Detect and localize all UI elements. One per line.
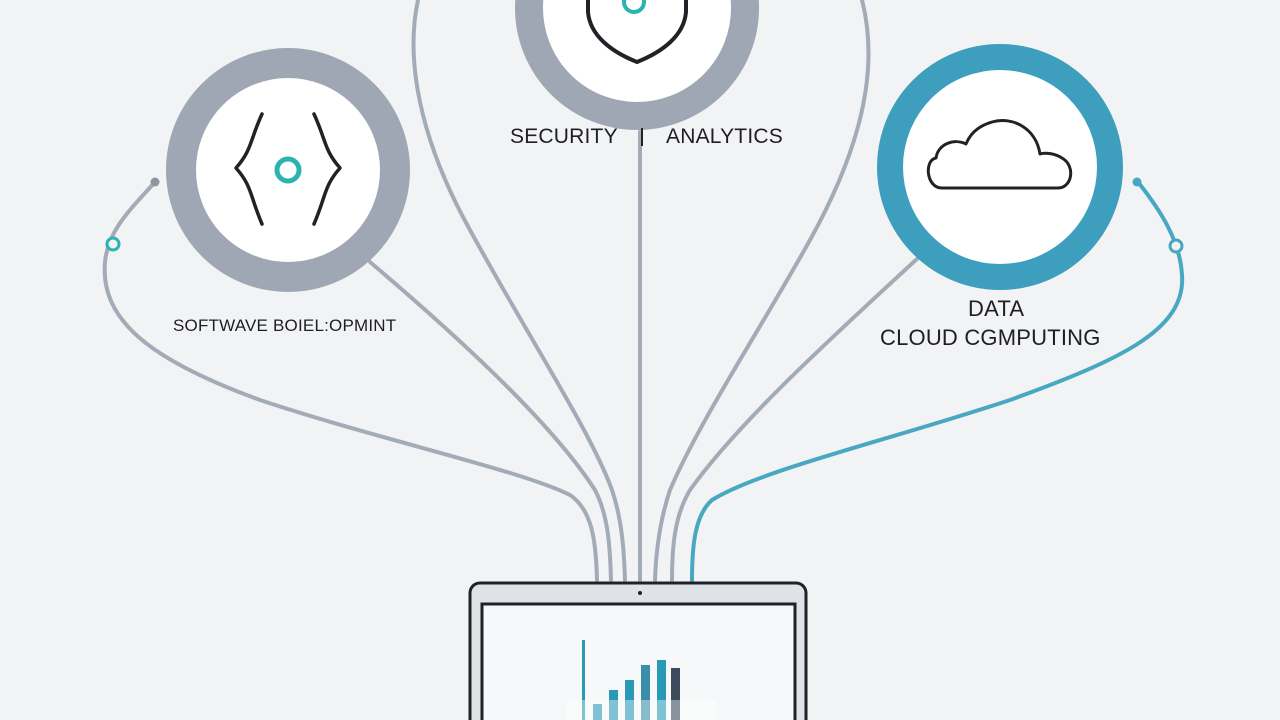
shield-icon (586, 0, 688, 64)
node-dot-right-top (1132, 177, 1142, 187)
connector-cloud-inner (670, 256, 920, 582)
code-braces-icon (234, 112, 342, 226)
label-security: SECURITY (510, 125, 618, 148)
code-center-dot (274, 156, 302, 184)
dashboard-bar (671, 668, 680, 720)
node-ring-left (105, 236, 121, 252)
connector-software-left (102, 180, 599, 582)
dashboard-bar (657, 660, 666, 720)
connector-lines (102, 0, 1185, 582)
label-software-development: SOFTWAVE BOIEL:OPMINT (173, 316, 397, 335)
label-cloud-computing: CLOUD CGMPUTING (880, 325, 1101, 350)
cloud-computing-node (877, 44, 1123, 290)
cloud-ring (877, 44, 1123, 290)
label-analytics: ANALYTICS (666, 125, 783, 148)
connector-cloud-outer (690, 180, 1185, 582)
dashboard-bar (593, 704, 602, 720)
dashboard-bar (625, 680, 634, 720)
node-ring-right (1168, 238, 1184, 254)
dashboard-axis (582, 640, 585, 720)
bar-chart-icon (582, 640, 680, 720)
dashboard-bar (609, 690, 618, 720)
dashboard-bar (641, 665, 650, 720)
device-camera (638, 591, 642, 595)
device-screen (480, 602, 797, 720)
security-ring (515, 0, 759, 130)
dashboard-device (468, 581, 808, 720)
connector-security-right (653, 0, 871, 582)
connector-software-right (368, 260, 613, 582)
shield-center-dot (622, 0, 646, 14)
connector-nodes (105, 177, 1184, 254)
software-development-node (166, 48, 410, 292)
cloud-icon (926, 119, 1073, 190)
node-dot-left-top (150, 177, 160, 187)
screen-glare (566, 700, 716, 720)
software-ring (166, 48, 410, 292)
security-node (515, 0, 759, 130)
label-data: DATA (968, 296, 1025, 321)
connector-security-left (411, 0, 627, 582)
